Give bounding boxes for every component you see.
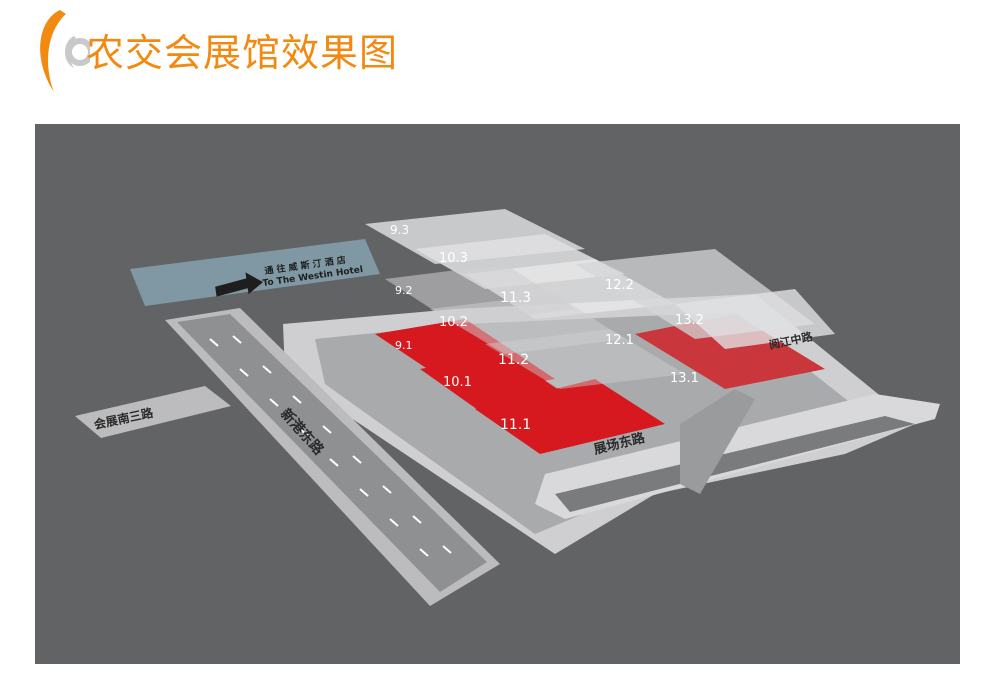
hall-label-10-2: 10.2 [439,315,468,330]
hall-13-2-roof [675,289,835,349]
venue-illustration: 通 往 威 斯 汀 酒 店 To The Westin Hotel 9.3 10… [75,209,940,606]
logo-icon [40,10,90,92]
hall-label-12-2: 12.2 [605,278,634,293]
hall-11-1 [475,379,665,454]
hall-10-2-floor [430,294,625,354]
hall-13-1 [635,314,825,389]
hall-label-9-3: 9.3 [390,223,409,237]
page-title: 农交会展馆效果图 [86,31,399,75]
hall-label-11-1: 11.1 [500,417,531,433]
venue-diagram: 通 往 威 斯 汀 酒 店 To The Westin Hotel 9.3 10… [35,124,960,664]
hall-label-9-1: 9.1 [395,339,413,352]
hall-label-11-2: 11.2 [498,352,529,368]
bridge-to-westin [130,239,380,306]
hall-label-11-3: 11.3 [500,290,531,306]
ramp [680,389,755,494]
arrow-left-icon [215,272,264,297]
hall-label-10-3: 10.3 [439,251,468,266]
side-road [75,386,231,438]
header: 农交会展馆效果图 [0,0,990,115]
main-road-surface [177,314,487,592]
hall-label-10-1: 10.1 [443,375,472,390]
hall-label-12-1: 12.1 [605,333,634,348]
hall-label-13-1: 13.1 [670,371,699,386]
hall-label-13-2: 13.2 [675,313,704,328]
hall-label-9-2: 9.2 [395,284,413,297]
hall-11-2-floor [485,329,685,389]
road-east-inner [555,416,915,512]
lane-markings [209,335,452,557]
